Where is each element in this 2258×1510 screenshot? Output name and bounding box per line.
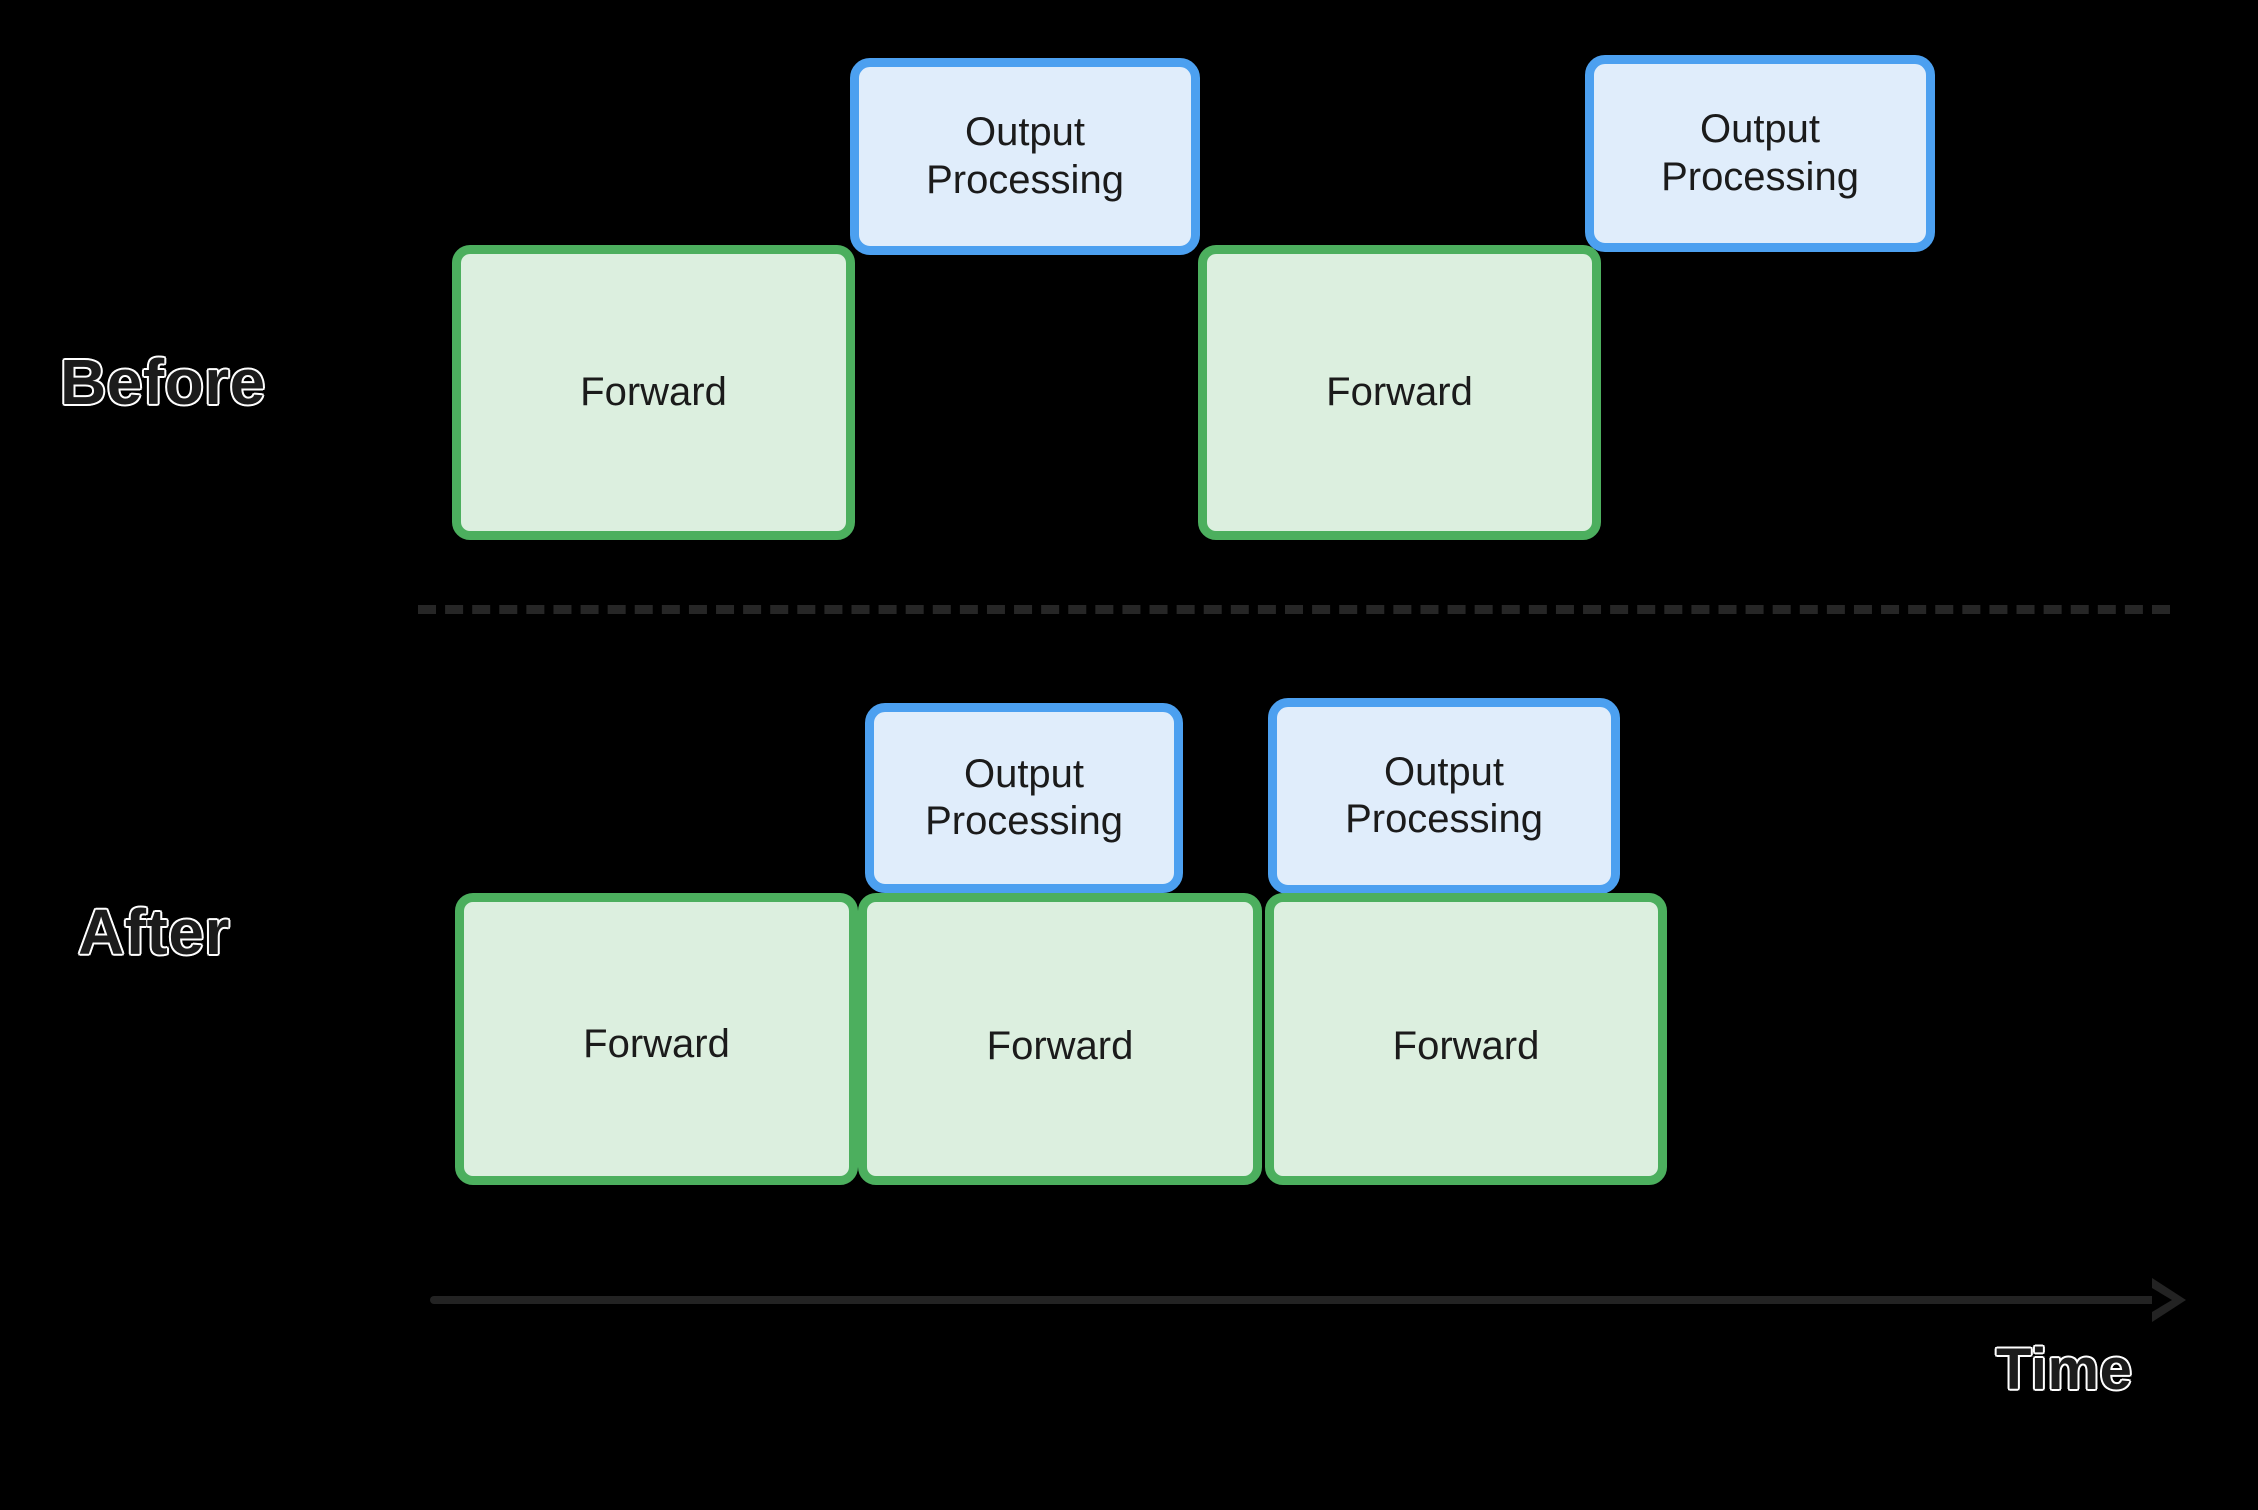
before-output-processing-2-label: Output Processing [1655,106,1865,200]
before-forward-2[interactable]: Forward [1198,245,1601,540]
output-line-2: Processing [926,157,1124,202]
row-label-after-text: After [78,896,230,968]
output-line-2: Processing [925,799,1123,843]
after-forward-2[interactable]: Forward [858,893,1262,1185]
output-line-2: Processing [1345,797,1543,841]
after-output-processing-2[interactable]: Output Processing [1268,698,1620,894]
before-output-processing-2[interactable]: Output Processing [1585,55,1935,252]
output-line-1: Output [1383,749,1505,794]
row-label-after: After [78,895,230,969]
row-label-before-text: Before [60,346,266,418]
output-line-1: Output [964,110,1086,155]
after-forward-1-label: Forward [583,1022,730,1067]
time-axis-line [430,1296,2170,1304]
before-forward-1-label: Forward [580,369,727,414]
before-forward-2-label: Forward [1326,369,1473,414]
before-output-processing-1-label: Output Processing [920,109,1130,203]
section-separator [418,605,2170,614]
before-output-processing-1[interactable]: Output Processing [850,58,1200,255]
time-axis-label: Time [1996,1336,2132,1403]
after-output-processing-2-label: Output Processing [1339,749,1549,843]
after-forward-1[interactable]: Forward [455,893,858,1185]
after-output-processing-1[interactable]: Output Processing [865,703,1183,893]
after-forward-3[interactable]: Forward [1265,893,1667,1185]
output-line-1: Output [963,751,1085,796]
row-label-before: Before [60,345,266,419]
after-forward-2-label: Forward [986,1024,1134,1069]
time-axis-label-text: Time [1996,1337,2133,1402]
before-forward-1[interactable]: Forward [452,245,855,540]
after-output-processing-1-label: Output Processing [919,751,1129,845]
output-line-2: Processing [1661,154,1859,199]
output-line-1: Output [1699,107,1821,152]
after-forward-3-label: Forward [1392,1024,1540,1069]
time-axis-arrowhead-icon [2152,1278,2186,1322]
